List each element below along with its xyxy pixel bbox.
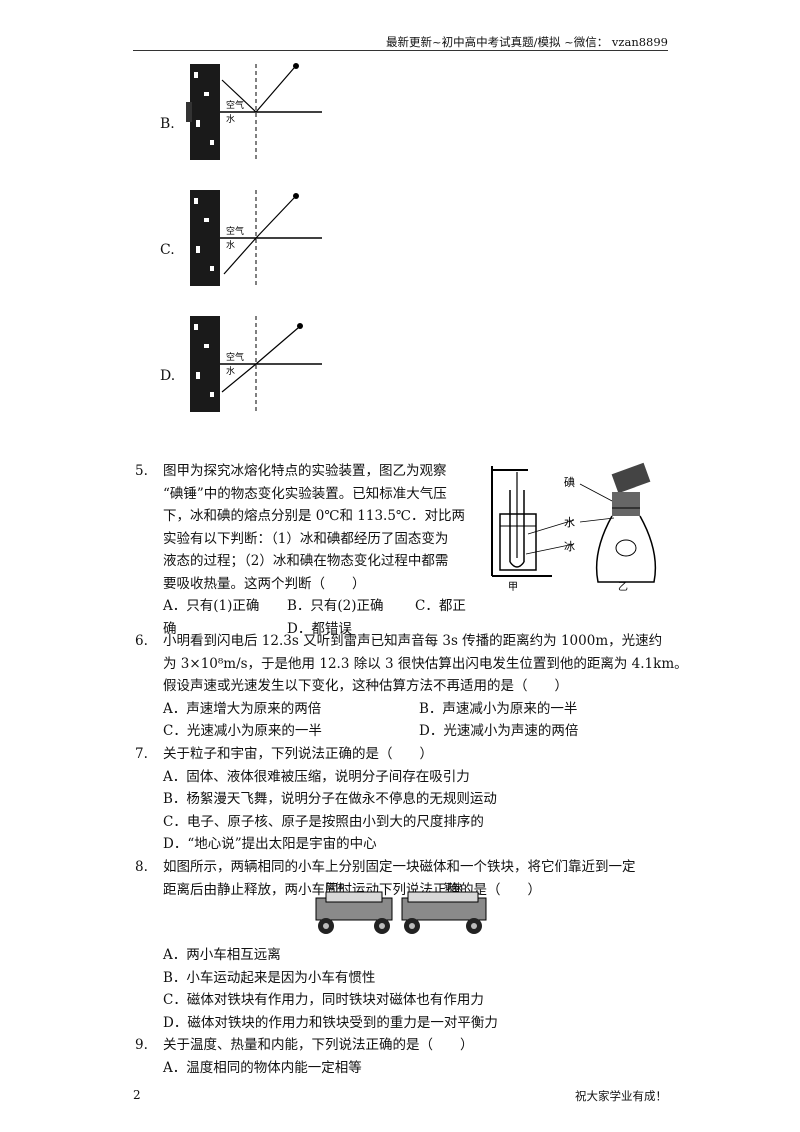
question-stem: 关于粒子和宇宙，下列说法正确的是（ ） <box>163 746 433 762</box>
question-line: 假设声速或光速发生以下变化，这种估算方法不再适用的是（ ） <box>163 678 568 694</box>
label-jia: 甲 <box>508 582 518 593</box>
question-number: 8. <box>135 859 148 875</box>
option-d: D．光速减小为声速的两倍 <box>419 723 579 739</box>
option-c: C．都正 <box>415 598 466 614</box>
question-line: 液态的过程；（2）冰和碘在物态变化过程中都需 <box>163 553 449 569</box>
option-a: A．两小车相互远离 <box>163 947 281 963</box>
question-number: 7. <box>135 746 148 762</box>
refraction-figure-b: 空气 水 <box>186 63 322 162</box>
option-c-label: C. <box>160 242 175 258</box>
water-label: 水 <box>226 239 235 251</box>
option-c: C．磁体对铁块有作用力，同时铁块对磁体也有作用力 <box>163 992 484 1008</box>
option-b: B．小车运动起来是因为小车有惯性 <box>163 969 376 986</box>
option-c: C．光速减小为原来的一半 <box>163 723 322 739</box>
option-b-label: B. <box>160 116 175 132</box>
page-header: 最新更新~初中高中考试真题/模拟 ~微信： vzan8899 <box>385 35 668 49</box>
water-label: 水 <box>226 365 235 377</box>
question-number: 5. <box>135 463 148 479</box>
option-b: B．声速减小为原来的一半 <box>419 700 578 717</box>
option-a: A．温度相同的物体内能一定相等 <box>163 1059 362 1076</box>
two-carts-figure: 磁体 铁块 <box>315 881 487 934</box>
option-b: B．杨絮漫天飞舞，说明分子在做永不停息的无规则运动 <box>163 791 497 807</box>
figure-jia: 甲 <box>491 466 552 593</box>
label-water: 水 <box>564 516 575 529</box>
wall-texture <box>190 190 220 286</box>
cart-with-magnet: 磁体 <box>315 881 393 934</box>
question-line: 要吸收热量。这两个判断（ ） <box>163 575 366 592</box>
label-ice: 冰 <box>564 540 575 553</box>
option-d: D．“地心说”提出太阳是宇宙的中心 <box>163 836 377 852</box>
option-a: A．声速增大为原来的两倍 <box>163 700 322 717</box>
question-line: 为 3×10⁸m/s，于是他用 12.3 除以 3 很快估算出闪电发生位置到他的… <box>163 655 688 672</box>
wall-texture <box>186 64 220 160</box>
question-line: 下，冰和碘的熔点分别是 0℃和 113.5℃．对比两 <box>163 508 466 524</box>
air-label: 空气 <box>226 99 244 111</box>
cart-with-iron: 铁块 <box>401 881 487 934</box>
label-iodine: 碘 <box>564 476 575 489</box>
refraction-figure-c: 空气 水 <box>190 190 322 288</box>
air-label: 空气 <box>226 225 244 237</box>
question-line: 实验有以下判断：（1）冰和碘都经历了固态变为 <box>163 530 449 547</box>
question-line: 图甲为探究冰熔化特点的实验装置，图乙为观察 <box>163 463 447 479</box>
wall-texture <box>190 316 220 412</box>
refraction-figure-d: 空气 水 <box>190 316 322 414</box>
page-number: 2 <box>133 1088 141 1102</box>
figure-yi: 乙 <box>595 462 657 593</box>
question-line: “碘锤”中的物态变化实验装置。已知标准大气压 <box>163 485 447 502</box>
iron-label: 铁块 <box>444 881 462 893</box>
option-c: C．电子、原子核、原子是按照由小到大的尺度排序的 <box>163 813 484 830</box>
magnet-label: 磁体 <box>326 881 344 893</box>
label-yi: 乙 <box>618 581 628 593</box>
option-a: A．只有(1)正确 <box>163 598 260 614</box>
question-stem: 关于温度、热量和内能，下列说法正确的是（ ） <box>163 1037 474 1053</box>
option-d-label: D. <box>160 368 176 384</box>
ice-iodine-apparatus-figure: 甲 碘 水 冰 乙 <box>491 462 657 593</box>
question-number: 9. <box>135 1037 148 1053</box>
header-divider <box>133 50 668 51</box>
option-d: D．磁体对铁块的作用力和铁块受到的重力是一对平衡力 <box>163 1014 498 1031</box>
air-label: 空气 <box>226 351 244 363</box>
option-d: D．都错误 <box>287 620 352 637</box>
footer-slogan: 祝大家学业有成！ <box>575 1089 667 1103</box>
option-c-continued: 确 <box>163 620 177 637</box>
water-label: 水 <box>226 113 235 125</box>
question-line: 小明看到闪电后 12.3s 又听到雷声已知声音每 3s 传播的距离约为 1000… <box>163 633 663 649</box>
option-a: A．固体、液体很难被压缩，说明分子间存在吸引力 <box>163 768 470 785</box>
question-number: 6. <box>135 633 148 649</box>
question-line: 如图所示，两辆相同的小车上分别固定一块磁体和一个铁块，将它们靠近到一定 <box>163 859 636 875</box>
option-b: B．只有(2)正确 <box>287 598 384 614</box>
